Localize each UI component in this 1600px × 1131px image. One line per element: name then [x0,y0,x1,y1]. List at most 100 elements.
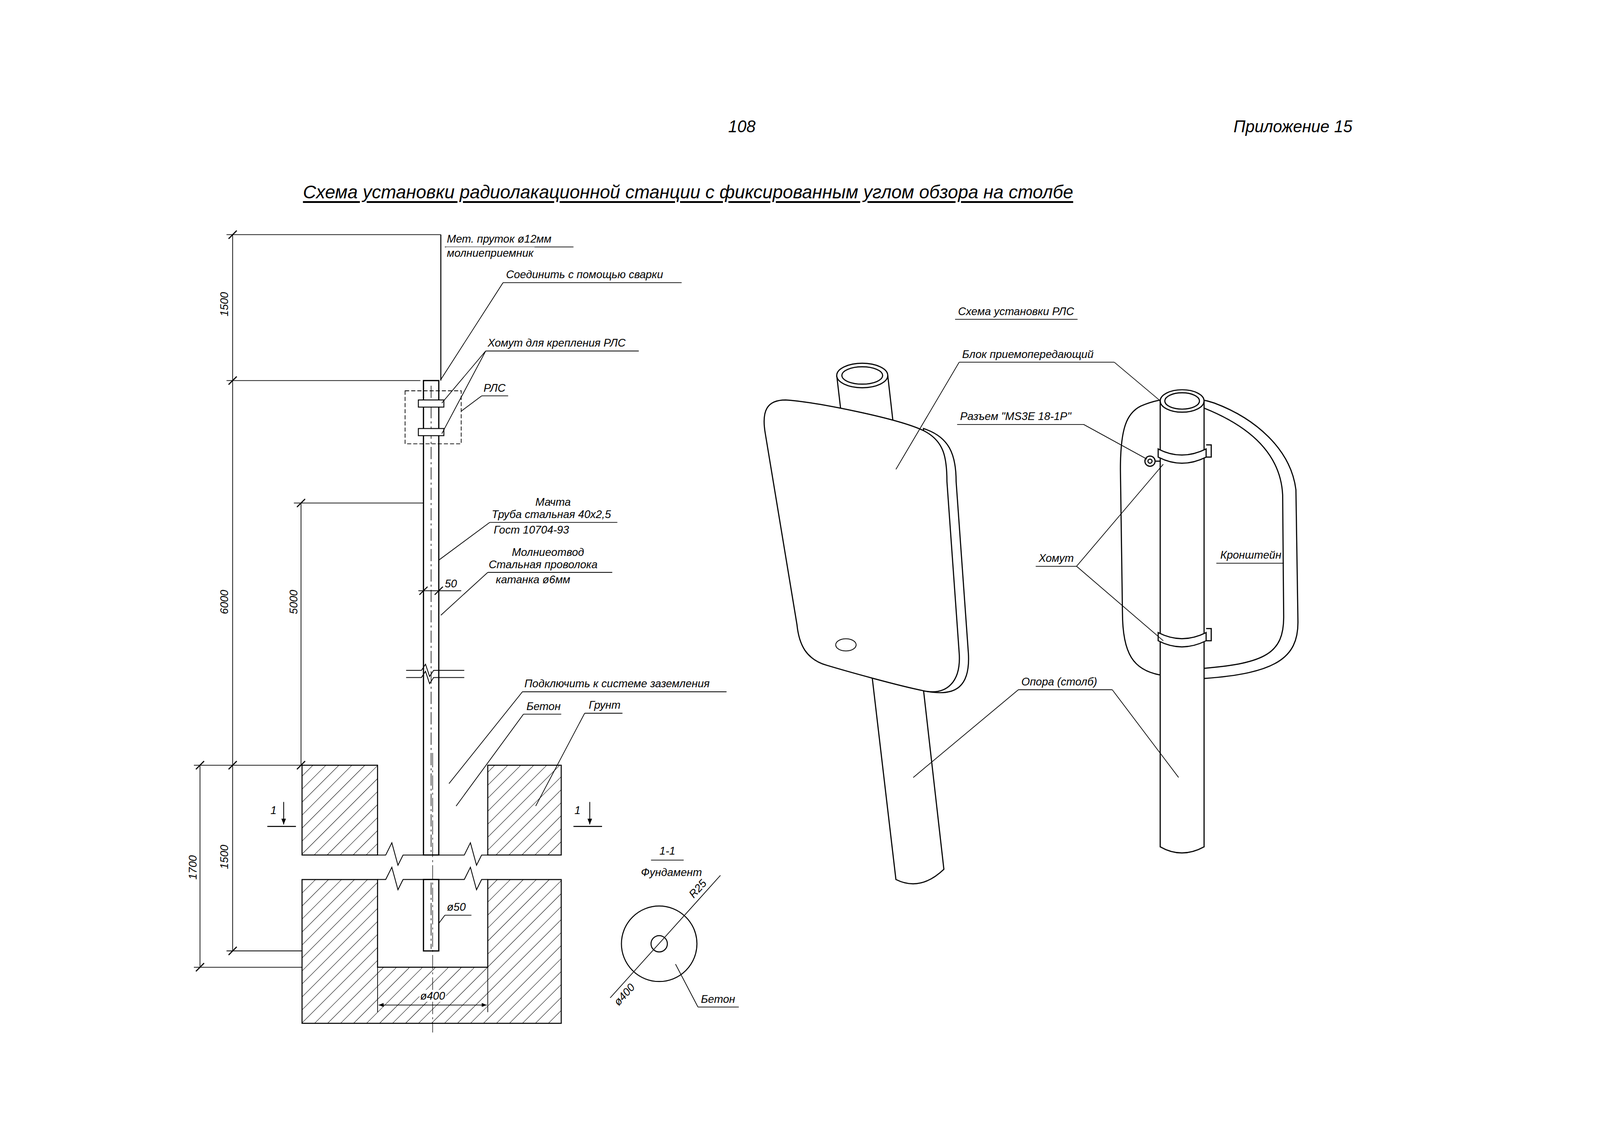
dimension-lines-part [377,967,379,1013]
mast-part [440,234,442,381]
section-marks-part [589,801,591,825]
radar-back-view-part [1148,459,1153,464]
callout-label: Кронштейн [1219,549,1283,562]
foundation-section-part [610,875,721,998]
section-marks-part [283,801,285,825]
leader-lines-part [440,282,682,380]
callout-label: Схема установки РЛС [957,305,1076,317]
section-marks [267,801,603,827]
callout-label: молниеприемник [446,247,535,260]
radar-front-view-part [763,400,960,692]
dimension-lines-part [419,586,443,595]
dimension-lines-part [196,230,306,972]
callout-label: Гост 10704-93 [493,523,571,536]
dimension-lines-part [199,765,201,968]
dimension-value: ø400 [611,981,639,1009]
dimension-lines-part [226,380,421,382]
callout-label: Грунт [587,699,622,712]
leader-lines-part [957,424,1148,460]
mast-part [405,664,465,684]
dimension-lines-part [193,966,302,968]
foundation-hatch-part [301,765,378,856]
foundation-section-part [675,964,739,1008]
foundation-section-part [650,859,684,861]
leader-lines-part [441,351,639,434]
radar-back-view-part [1164,392,1200,410]
callout-label: Фундамент [639,866,703,879]
radar-back-view-part [1160,400,1205,853]
dimension-lines-part [487,967,489,1013]
dimension-value: R25 [685,876,710,901]
radar-front-view [763,363,969,884]
radar-front-view-part [836,363,889,388]
radar-front-view-part [841,366,883,385]
mast-part [418,400,444,408]
mast-part [405,390,462,444]
dimension-lines-part [300,503,302,766]
dimension-value: 6000 [218,588,231,615]
dimension-lines [193,230,488,1013]
leader-lines-part [955,318,1078,320]
callout-label: Хомут [1037,552,1075,565]
leader-lines-part [913,689,1179,778]
mast-part [418,428,444,437]
radar-back-view-part [1160,389,1205,413]
radar-front-view-part [835,638,857,652]
section-marks-part [267,825,297,827]
callout-label: Бетон [525,700,562,712]
radar-back-view-part [1120,398,1298,679]
dimension-value: 1500 [218,290,231,317]
radar-back-view [1120,389,1298,854]
mast-part [423,380,439,855]
radar-back-view-part [1158,448,1206,463]
dimension-lines-part [232,234,234,952]
leader-lines-part [1035,464,1164,641]
callout-label: Мет. пруток ø12мм [446,233,553,245]
callout-label: Блок приемопередающий [961,348,1095,360]
dimension-lines-part [226,950,303,952]
leader-lines-part [440,572,613,616]
callout-label: Разъем "MS3E 18-1P" [959,410,1072,423]
leader-lines-part [448,691,727,784]
callout-label: Хомут для крепления РЛС [486,337,627,349]
mast-part [431,385,432,852]
callout-label: 1-1 [658,845,677,858]
callout-label: Бетон [700,992,737,1005]
radar-back-view-part [1158,632,1206,647]
leader-lines-part [456,714,562,806]
callout-label: 1 [269,804,278,816]
radar-back-view-part [1205,444,1211,641]
leader-lines [438,246,727,806]
sheet-header: 108 [727,117,757,136]
callout-label: 1 [573,804,582,816]
callout-label: катанка ø6мм [494,573,572,586]
drawing-title: Схема установки радиолакационной станции… [301,181,1075,203]
callout-label: ø50 [446,901,467,914]
dimension-value: 5000 [287,588,300,615]
callout-label: Труба стальная 40х2,5 [490,508,613,521]
dimension-lines-part [418,590,462,592]
callout-label: Подключить к системе заземления [523,677,711,690]
callout-label: Мачта [534,496,572,509]
callout-label: РЛС [482,381,507,394]
dimension-lines-part [293,502,424,504]
callout-label: Опора (столб) [1020,675,1098,688]
callout-label: Молниеотвод [510,545,585,558]
dimension-lines-part [226,234,442,236]
section-marks-part [573,825,603,827]
leader-lines-part [895,362,1159,470]
dimension-value: 1700 [187,854,199,881]
radar-back-view-part [1144,456,1155,467]
radar-back-view-part [1204,408,1284,669]
callout-label: Стальная проволока [487,558,599,571]
sheet-header: Приложение 15 [1232,117,1354,136]
callout-label: 50 [443,577,458,590]
leader-lines-part [438,522,618,561]
mast-part [431,882,432,949]
leader-lines-part [1216,562,1284,564]
leader-lines-part [535,713,623,807]
dimension-value: 1500 [218,844,231,871]
